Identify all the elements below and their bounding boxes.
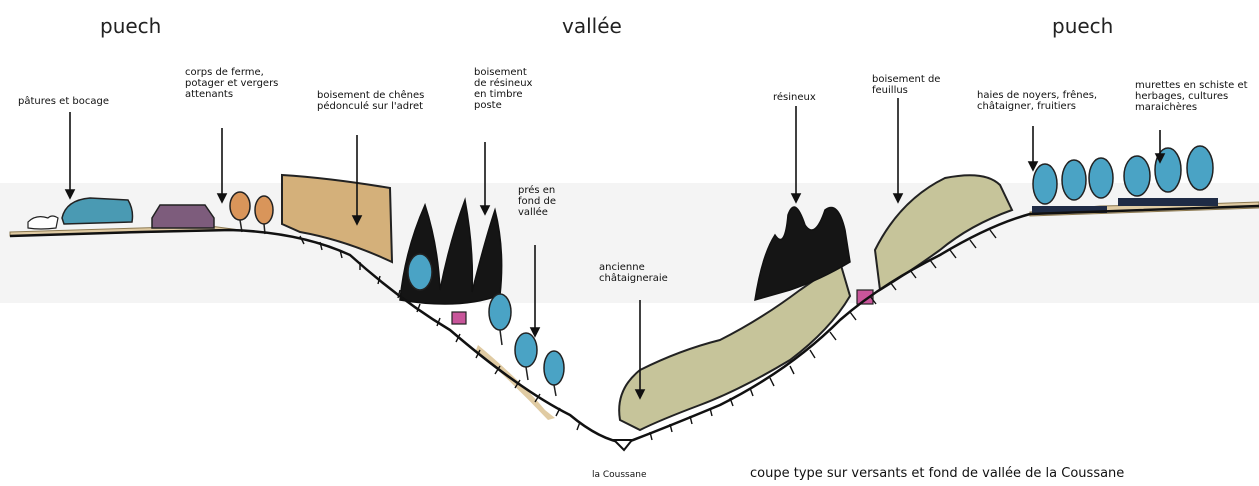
orchard-tree-2 — [255, 196, 273, 224]
hedge-tree-2 — [1062, 160, 1086, 200]
diagram-caption: coupe type sur versants et fond de vallé… — [750, 466, 1124, 481]
meadow-tree-3 — [544, 351, 564, 385]
old-chestnut-grove — [619, 262, 850, 430]
header-vallee: vallée — [562, 14, 622, 38]
leader-lines — [66, 98, 1164, 398]
label-corps-de-ferme: corps de ferme, potager et vergers atten… — [185, 67, 278, 100]
pink-building-left — [452, 312, 466, 324]
hedge-tree-6 — [1187, 146, 1213, 190]
pasture-bocage — [62, 198, 133, 224]
cow-sketch — [28, 216, 58, 229]
hedge-tree-1 — [1033, 164, 1057, 204]
label-feuillus: boisement de feuillus — [872, 74, 940, 96]
label-pres: prés en fond de vallée — [518, 185, 556, 218]
label-resineux: résineux — [773, 92, 816, 103]
label-chenes: boisement de chênes pédonculé sur l'adre… — [317, 90, 424, 112]
header-puech-right: puech — [1052, 14, 1113, 38]
orchard-tree-1 — [230, 192, 250, 220]
header-puech-left: puech — [100, 14, 161, 38]
river-coussane — [614, 440, 632, 450]
label-resineux-timbre: boisement de résineux en timbre poste — [474, 67, 532, 111]
label-patures-bocage: pâtures et bocage — [18, 96, 109, 107]
label-haies: haies de noyers, frênes, châtaigner, fru… — [977, 90, 1097, 112]
hedgerow-strip-2 — [1118, 198, 1218, 206]
conifer-blue-tree — [408, 254, 432, 290]
label-chataigneraie: ancienne châtaigneraie — [599, 262, 668, 284]
hedge-tree-4 — [1124, 156, 1150, 196]
label-murettes: murettes en schiste et herbages, culture… — [1135, 80, 1248, 113]
meadow-tree-2 — [515, 333, 537, 367]
meadow-tree-1 — [489, 294, 511, 330]
hedge-tree-3 — [1089, 158, 1113, 198]
label-riviere: la Coussane — [592, 470, 647, 481]
farm-building — [152, 205, 214, 228]
